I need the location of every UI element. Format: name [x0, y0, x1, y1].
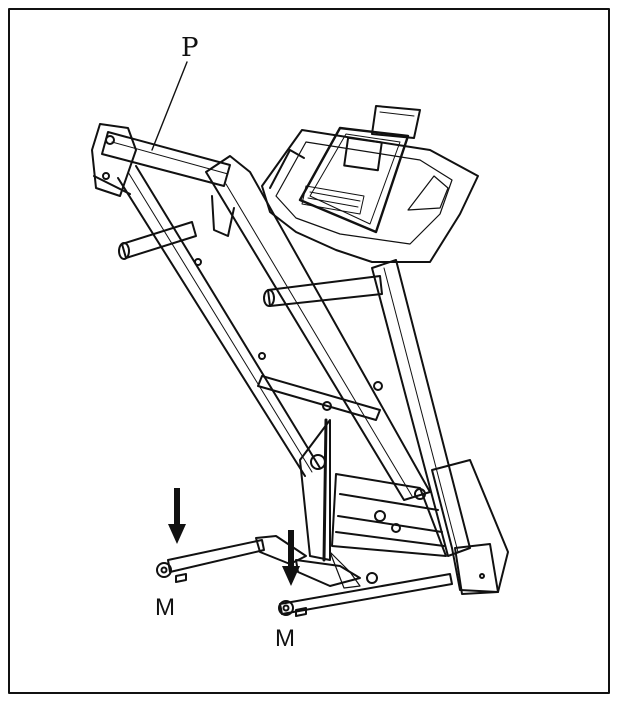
leader-line-p [151, 61, 188, 151]
arrow-down-icon-left [168, 488, 186, 544]
console [261, 105, 479, 263]
label-p: P [181, 33, 199, 63]
arrow-down-icon-right [282, 530, 300, 586]
motor-housing [299, 401, 447, 589]
label-m-left: M [155, 594, 175, 621]
diagram-border [8, 8, 610, 694]
right-handle-tube [263, 275, 383, 307]
right-deck-rail [205, 155, 431, 501]
base-frame [156, 535, 453, 617]
label-m-right: M [275, 625, 295, 652]
left-handle-stub [118, 221, 197, 260]
left-deck-rail [117, 165, 321, 477]
roller-tube-p [91, 123, 231, 197]
cross-bar [257, 375, 381, 421]
